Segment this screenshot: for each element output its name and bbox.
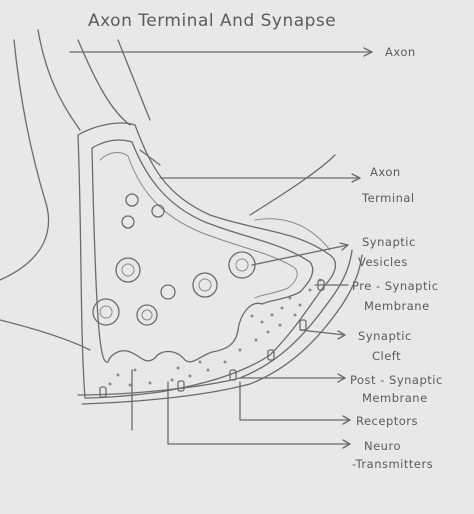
axon-line-3 <box>77 39 131 126</box>
label-axon-terminal-1: Axon <box>370 165 401 179</box>
terminal-pointer <box>139 149 161 166</box>
label-receptors: Receptors <box>356 414 418 428</box>
left-bottom-line <box>0 319 91 351</box>
pointer-neuro-head <box>342 439 351 449</box>
terminal-curve-2 <box>254 218 331 251</box>
label-postsynaptic-1: Post - Synaptic <box>350 373 443 387</box>
pointer-vesicles <box>251 244 349 266</box>
outer-axon-line-2 <box>37 29 81 131</box>
axon-terminal-outer <box>77 122 337 399</box>
vesicle-group <box>92 251 256 326</box>
label-cleft-1: Synaptic <box>358 329 412 343</box>
label-neuro-2: -Transmitters <box>352 457 433 471</box>
inner-bulb-outline <box>99 152 298 299</box>
axon-line-4 <box>117 39 151 121</box>
presynaptic-membrane-inner <box>91 139 314 363</box>
label-postsynaptic-2: Membrane <box>362 391 428 405</box>
pointer-receptors-head <box>342 415 351 425</box>
label-cleft-2: Cleft <box>372 349 401 363</box>
postsynaptic-membrane-outer <box>81 254 363 405</box>
label-presynaptic-2: Membrane <box>364 299 430 313</box>
neurotransmitter-dots <box>108 278 322 387</box>
label-neuro-1: Neuro <box>364 439 401 453</box>
pointer-cleft <box>299 329 346 336</box>
label-axon: Axon <box>385 45 416 59</box>
label-axon-terminal-2: Terminal <box>361 191 415 205</box>
axon-arrow-head <box>363 47 373 57</box>
postsynaptic-membrane <box>77 249 353 396</box>
label-vesicles-1: Synaptic <box>362 235 416 249</box>
pointer-postsynaptic-head <box>337 373 346 383</box>
label-presynaptic-1: Pre - Synaptic <box>352 279 439 293</box>
pointer-receptors <box>239 381 351 421</box>
small-vesicles <box>121 193 165 229</box>
outer-axon-line-left <box>0 39 50 281</box>
label-vesicles-2: Vesicles <box>358 255 408 269</box>
pointer-neuro <box>167 381 351 445</box>
diagram-title: Axon Terminal And Synapse <box>88 11 336 31</box>
terminal-curve <box>249 154 336 216</box>
pointer-vesicles-head <box>339 242 349 251</box>
receptors <box>99 279 325 398</box>
pointer-cleft-head <box>337 330 346 340</box>
pointer-axon-terminal-head <box>351 173 361 183</box>
